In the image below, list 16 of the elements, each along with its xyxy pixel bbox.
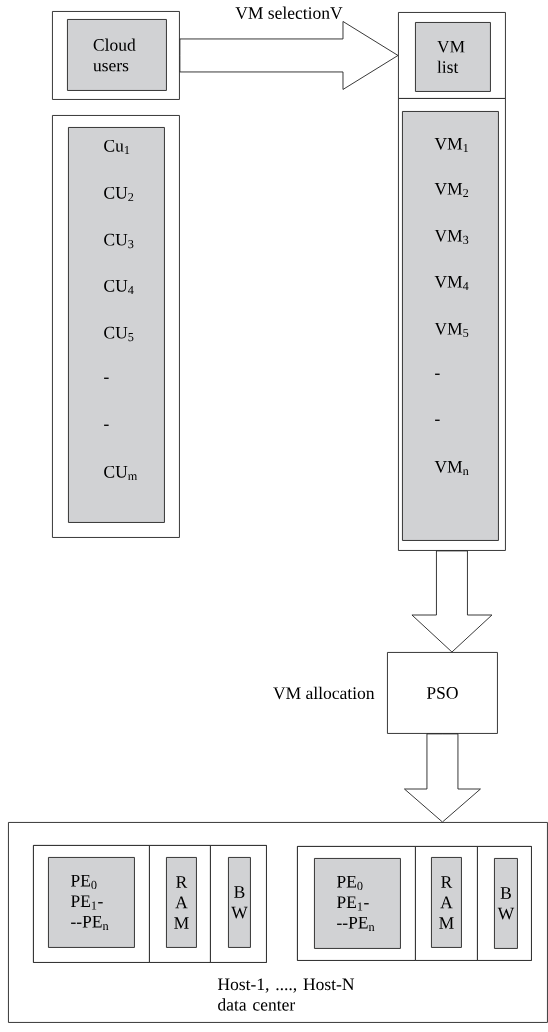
side-label: VM allocation	[273, 686, 375, 700]
label-box: Cloud users	[67, 19, 167, 91]
ram-box: R A M	[166, 857, 197, 948]
ram-box: R A M	[431, 857, 462, 948]
block-arrow	[179, 21, 399, 90]
bw-box: B W	[228, 857, 251, 948]
bw-box: B W	[494, 858, 518, 949]
list-panel: Cu$_{1}$ CU$_{2}$ CU$_{3}$ CU$_{4}$ CU$_{5}$ - - CU$_{m}$	[68, 127, 165, 523]
block-arrow	[411, 550, 493, 653]
process-box: PSO	[387, 652, 498, 734]
pe-box: PE$_{0}$ PE$_{1}$- --PE$_{n}$	[314, 858, 401, 949]
list-panel: VM$_{1}$ VM$_{2}$ VM$_{3}$ VM$_{4}$ VM$_{5}$ - - VM$_{n}$	[402, 111, 499, 541]
edge-label: VM selectionV	[234, 5, 344, 20]
block-arrow	[404, 733, 481, 823]
label-box: VM list	[415, 22, 491, 92]
pe-box: PE$_{0}$ PE$_{1}$- --PE$_{n}$	[48, 857, 135, 948]
